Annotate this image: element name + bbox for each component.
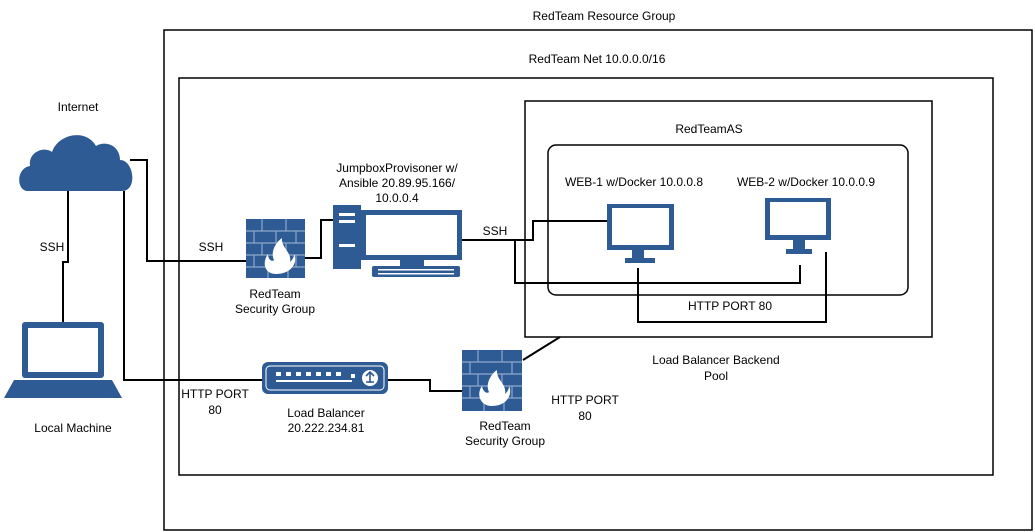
jumpbox-node: JumpboxProvisoner w/ Ansible 20.89.95.16… — [333, 161, 462, 277]
ssh-jumpbox-web-label: SSH — [483, 224, 508, 238]
resource-group-box — [163, 29, 1033, 531]
local-machine-label: Local Machine — [34, 421, 112, 435]
vnet-box — [178, 77, 994, 476]
monitor-icon — [765, 198, 831, 254]
resource-group-label: RedTeam Resource Group — [533, 9, 676, 23]
http-nsg-pool-label-line2: 80 — [578, 409, 592, 423]
jumpbox-label-line3: 10.0.0.4 — [375, 191, 419, 205]
ssh-internet-nsg-label: SSH — [199, 240, 224, 254]
jumpbox-label-line1: JumpboxProvisoner w/ — [336, 161, 458, 175]
ssh-jumpbox-web2-line — [514, 240, 801, 284]
http-web-pool-label: HTTP PORT 80 — [688, 299, 772, 313]
ssh-nsg-jumpbox-line — [305, 219, 333, 259]
firewall-icon — [462, 350, 522, 411]
load-balancer-label-line2: 20.222.234.81 — [288, 421, 365, 435]
http-web-pool-line — [637, 252, 827, 323]
jumpbox-label-line2: Ansible 20.89.95.166/ — [339, 176, 456, 190]
http-internet-lb-label-line2: 80 — [208, 403, 222, 417]
http-internet-lb-label-line1: HTTP PORT — [181, 387, 249, 401]
nsg-bottom-label-line1: RedTeam — [479, 419, 530, 433]
nsg-bottom-node: RedTeam Security Group — [462, 350, 545, 448]
web1-node: WEB-1 w/Docker 10.0.0.8 — [565, 175, 703, 263]
nsg-top-label-line1: RedTeam — [249, 287, 300, 301]
backend-pool-box — [524, 100, 933, 338]
laptop-icon — [4, 322, 122, 398]
http-internet-lb-line — [123, 191, 262, 381]
load-balancer-icon — [262, 362, 388, 394]
desktop-computer-icon — [333, 205, 462, 277]
internet-label: Internet — [58, 100, 99, 114]
nsg-top-label-line2: Security Group — [235, 302, 315, 316]
web1-label: WEB-1 w/Docker 10.0.0.8 — [565, 175, 703, 189]
connection-lines — [62, 159, 827, 392]
local-machine-node: Local Machine — [4, 322, 122, 435]
ssh-laptop-internet-line — [62, 191, 69, 322]
nsg-bottom-label-line2: Security Group — [465, 434, 545, 448]
load-balancer-label-line1: Load Balancer — [287, 406, 364, 420]
monitor-icon — [607, 204, 674, 263]
nsg-pool-line — [522, 336, 561, 361]
backend-pool-label-line1: Load Balancer Backend — [652, 353, 779, 367]
ssh-jumpbox-web1-line — [462, 220, 607, 241]
backend-pool-label-line2: Pool — [704, 369, 728, 383]
web2-node: WEB-2 w/Docker 10.0.0.9 — [737, 175, 875, 254]
http-nsg-pool-label-line1: HTTP PORT — [551, 393, 619, 407]
internet-node: Internet — [19, 100, 133, 191]
web2-label: WEB-2 w/Docker 10.0.0.9 — [737, 175, 875, 189]
ssh-laptop-internet-label: SSH — [40, 240, 65, 254]
lb-nsg-line — [388, 379, 462, 392]
vnet-label: RedTeam Net 10.0.0.0/16 — [529, 52, 666, 66]
cloud-icon — [19, 135, 133, 191]
availability-set-label: RedTeamAS — [675, 122, 742, 136]
firewall-icon — [246, 219, 305, 278]
nsg-top-node: RedTeam Security Group — [235, 219, 315, 316]
ssh-internet-nsg-line — [130, 159, 246, 262]
load-balancer-node: Load Balancer 20.222.234.81 — [262, 362, 388, 435]
